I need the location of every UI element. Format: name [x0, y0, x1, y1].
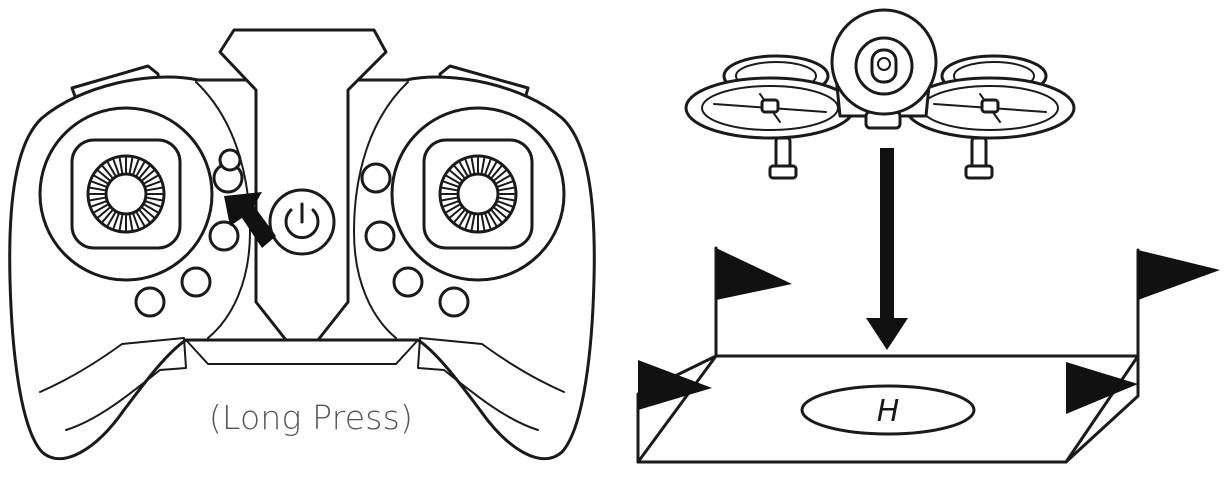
right-joystick [390, 106, 566, 282]
left-joystick [38, 106, 214, 282]
knurl-tick [118, 214, 124, 231]
knurl-tick [101, 209, 113, 223]
knurl-tick [497, 200, 513, 208]
knurl-tick [493, 207, 507, 219]
knurl-tick [145, 180, 161, 188]
knurl-tick [484, 159, 492, 175]
right-button-cluster [360, 162, 470, 318]
knurl-tick [139, 209, 151, 223]
left-button-cluster [134, 148, 244, 318]
knurl-tick [146, 196, 163, 202]
left-button-4 [134, 286, 166, 318]
knurl-tick [470, 214, 476, 231]
knurl-tick [93, 204, 108, 213]
knurl-tick [498, 196, 515, 202]
knurl-tick [441, 186, 458, 192]
knurl-tick [141, 169, 155, 181]
knurl-tick [491, 165, 503, 179]
knurl-tick [464, 159, 472, 175]
knurl-tick [445, 204, 460, 213]
knurl-tick [91, 180, 107, 188]
knurl-tick [89, 186, 106, 192]
knurl-tick [459, 161, 468, 176]
knurl-tick [449, 207, 463, 219]
center-housing [218, 28, 388, 342]
right-button-1 [360, 162, 392, 194]
knurl-tick [107, 212, 116, 227]
knurl-tick [107, 161, 116, 176]
knurl-tick [128, 157, 134, 174]
knurl-tick [139, 165, 151, 179]
knurl-tick [459, 212, 468, 227]
flag-icon [638, 246, 1220, 414]
right-button-3 [392, 266, 424, 298]
right-button-4 [438, 286, 470, 318]
knurl-tick [480, 157, 486, 174]
knurl-tick [496, 204, 511, 213]
arrow-up-left-icon [224, 192, 276, 248]
drone-icon [684, 8, 1076, 180]
knurl-tick [145, 200, 161, 208]
knurl-tick [118, 157, 124, 174]
knurl-tick [488, 212, 497, 227]
right-panel-line [353, 81, 409, 339]
helipad-mark: H [877, 394, 900, 429]
knurl-tick [93, 175, 108, 184]
power-icon [268, 188, 336, 256]
right-button-2 [364, 220, 396, 252]
knurl-tick [136, 212, 145, 227]
knurl-tick [89, 196, 106, 202]
knurl-tick [470, 157, 476, 174]
left-button-5 [218, 148, 242, 172]
knurl-tick [496, 175, 511, 184]
knurl-tick [101, 165, 113, 179]
left-button-2 [208, 220, 240, 252]
bottom-bar [185, 339, 419, 365]
knurl-tick [488, 161, 497, 176]
knurl-tick [112, 159, 120, 175]
knurl-tick [443, 180, 459, 188]
knurl-tick [449, 169, 463, 181]
left-panel-line [195, 81, 251, 339]
knurl-tick [493, 169, 507, 181]
arrow-down-icon [866, 148, 908, 350]
knurl-tick [144, 204, 159, 213]
knurl-tick [464, 213, 472, 229]
knurl-tick [453, 165, 465, 179]
knurl-tick [146, 186, 163, 192]
knurl-tick [144, 175, 159, 184]
knurl-tick [136, 161, 145, 176]
knurl-tick [141, 207, 155, 219]
knurl-tick [443, 200, 459, 208]
right-grip-line [417, 337, 565, 431]
knurl-tick [132, 213, 140, 229]
gamepad-icon [8, 28, 596, 461]
landing-pad-icon: H [636, 354, 1140, 464]
knurl-tick [97, 207, 111, 219]
knurl-tick [441, 196, 458, 202]
knurl-tick [497, 180, 513, 188]
knurl-tick [128, 214, 134, 231]
left-button-3 [180, 266, 212, 298]
knurl-tick [97, 169, 111, 181]
knurl-tick [132, 159, 140, 175]
knurl-tick [91, 200, 107, 208]
knurl-tick [445, 175, 460, 184]
left-grip-line [39, 337, 187, 431]
long-press-caption: (Long Press) [208, 398, 414, 437]
knurl-tick [484, 213, 492, 229]
knurl-tick [498, 186, 515, 192]
knurl-tick [491, 209, 503, 223]
knurl-tick [112, 213, 120, 229]
knurl-tick [453, 209, 465, 223]
knurl-tick [480, 214, 486, 231]
